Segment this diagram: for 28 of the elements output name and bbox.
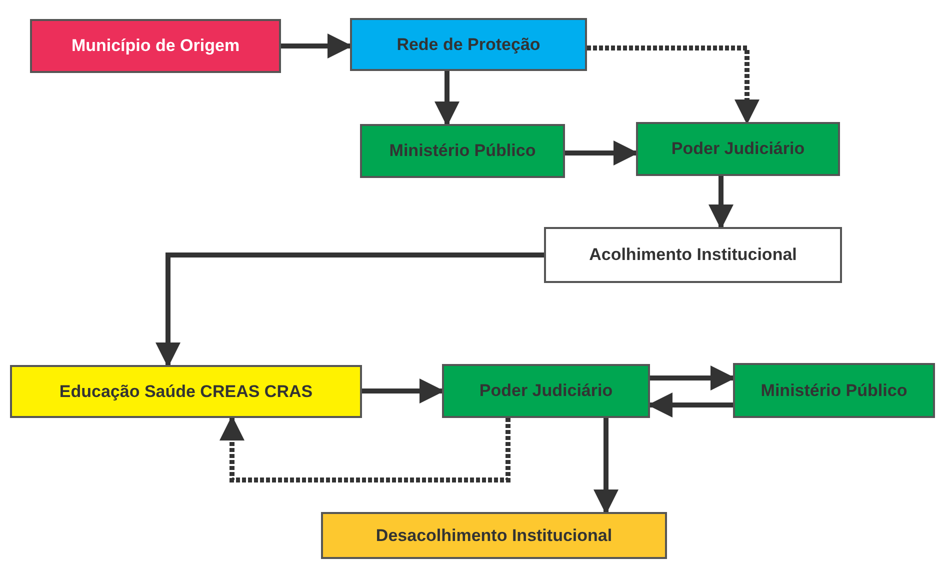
box-label: Ministério Público <box>760 380 908 400</box>
box-label: Rede de Proteção <box>396 34 540 54</box>
process-box <box>733 363 935 418</box>
arrow <box>565 140 638 166</box>
process-box <box>636 122 840 176</box>
process-box <box>544 227 842 283</box>
arrow <box>650 366 736 390</box>
process-box <box>360 124 565 178</box>
arrow <box>220 416 510 482</box>
process-box <box>321 512 667 559</box>
box-label: Ministério Público <box>389 141 536 161</box>
arrow <box>708 176 734 230</box>
box-label: Educação Saúde CREAS CRAS <box>59 382 313 402</box>
box-label: Acolhimento Institucional <box>589 245 797 265</box>
arrow <box>362 378 444 404</box>
process-box <box>350 18 587 71</box>
process-box <box>442 364 650 418</box>
arrow <box>156 252 544 368</box>
box-label: Desacolhimento Institucional <box>376 526 612 546</box>
process-box <box>30 19 281 73</box>
process-box <box>10 365 362 418</box>
box-label: Município de Origem <box>71 36 240 56</box>
box-label: Poder Judiciário <box>671 139 805 159</box>
arrow <box>594 418 618 514</box>
box-label: Poder Judiciário <box>479 381 613 401</box>
arrow <box>434 71 460 126</box>
arrow <box>587 46 760 124</box>
arrow <box>281 34 352 58</box>
